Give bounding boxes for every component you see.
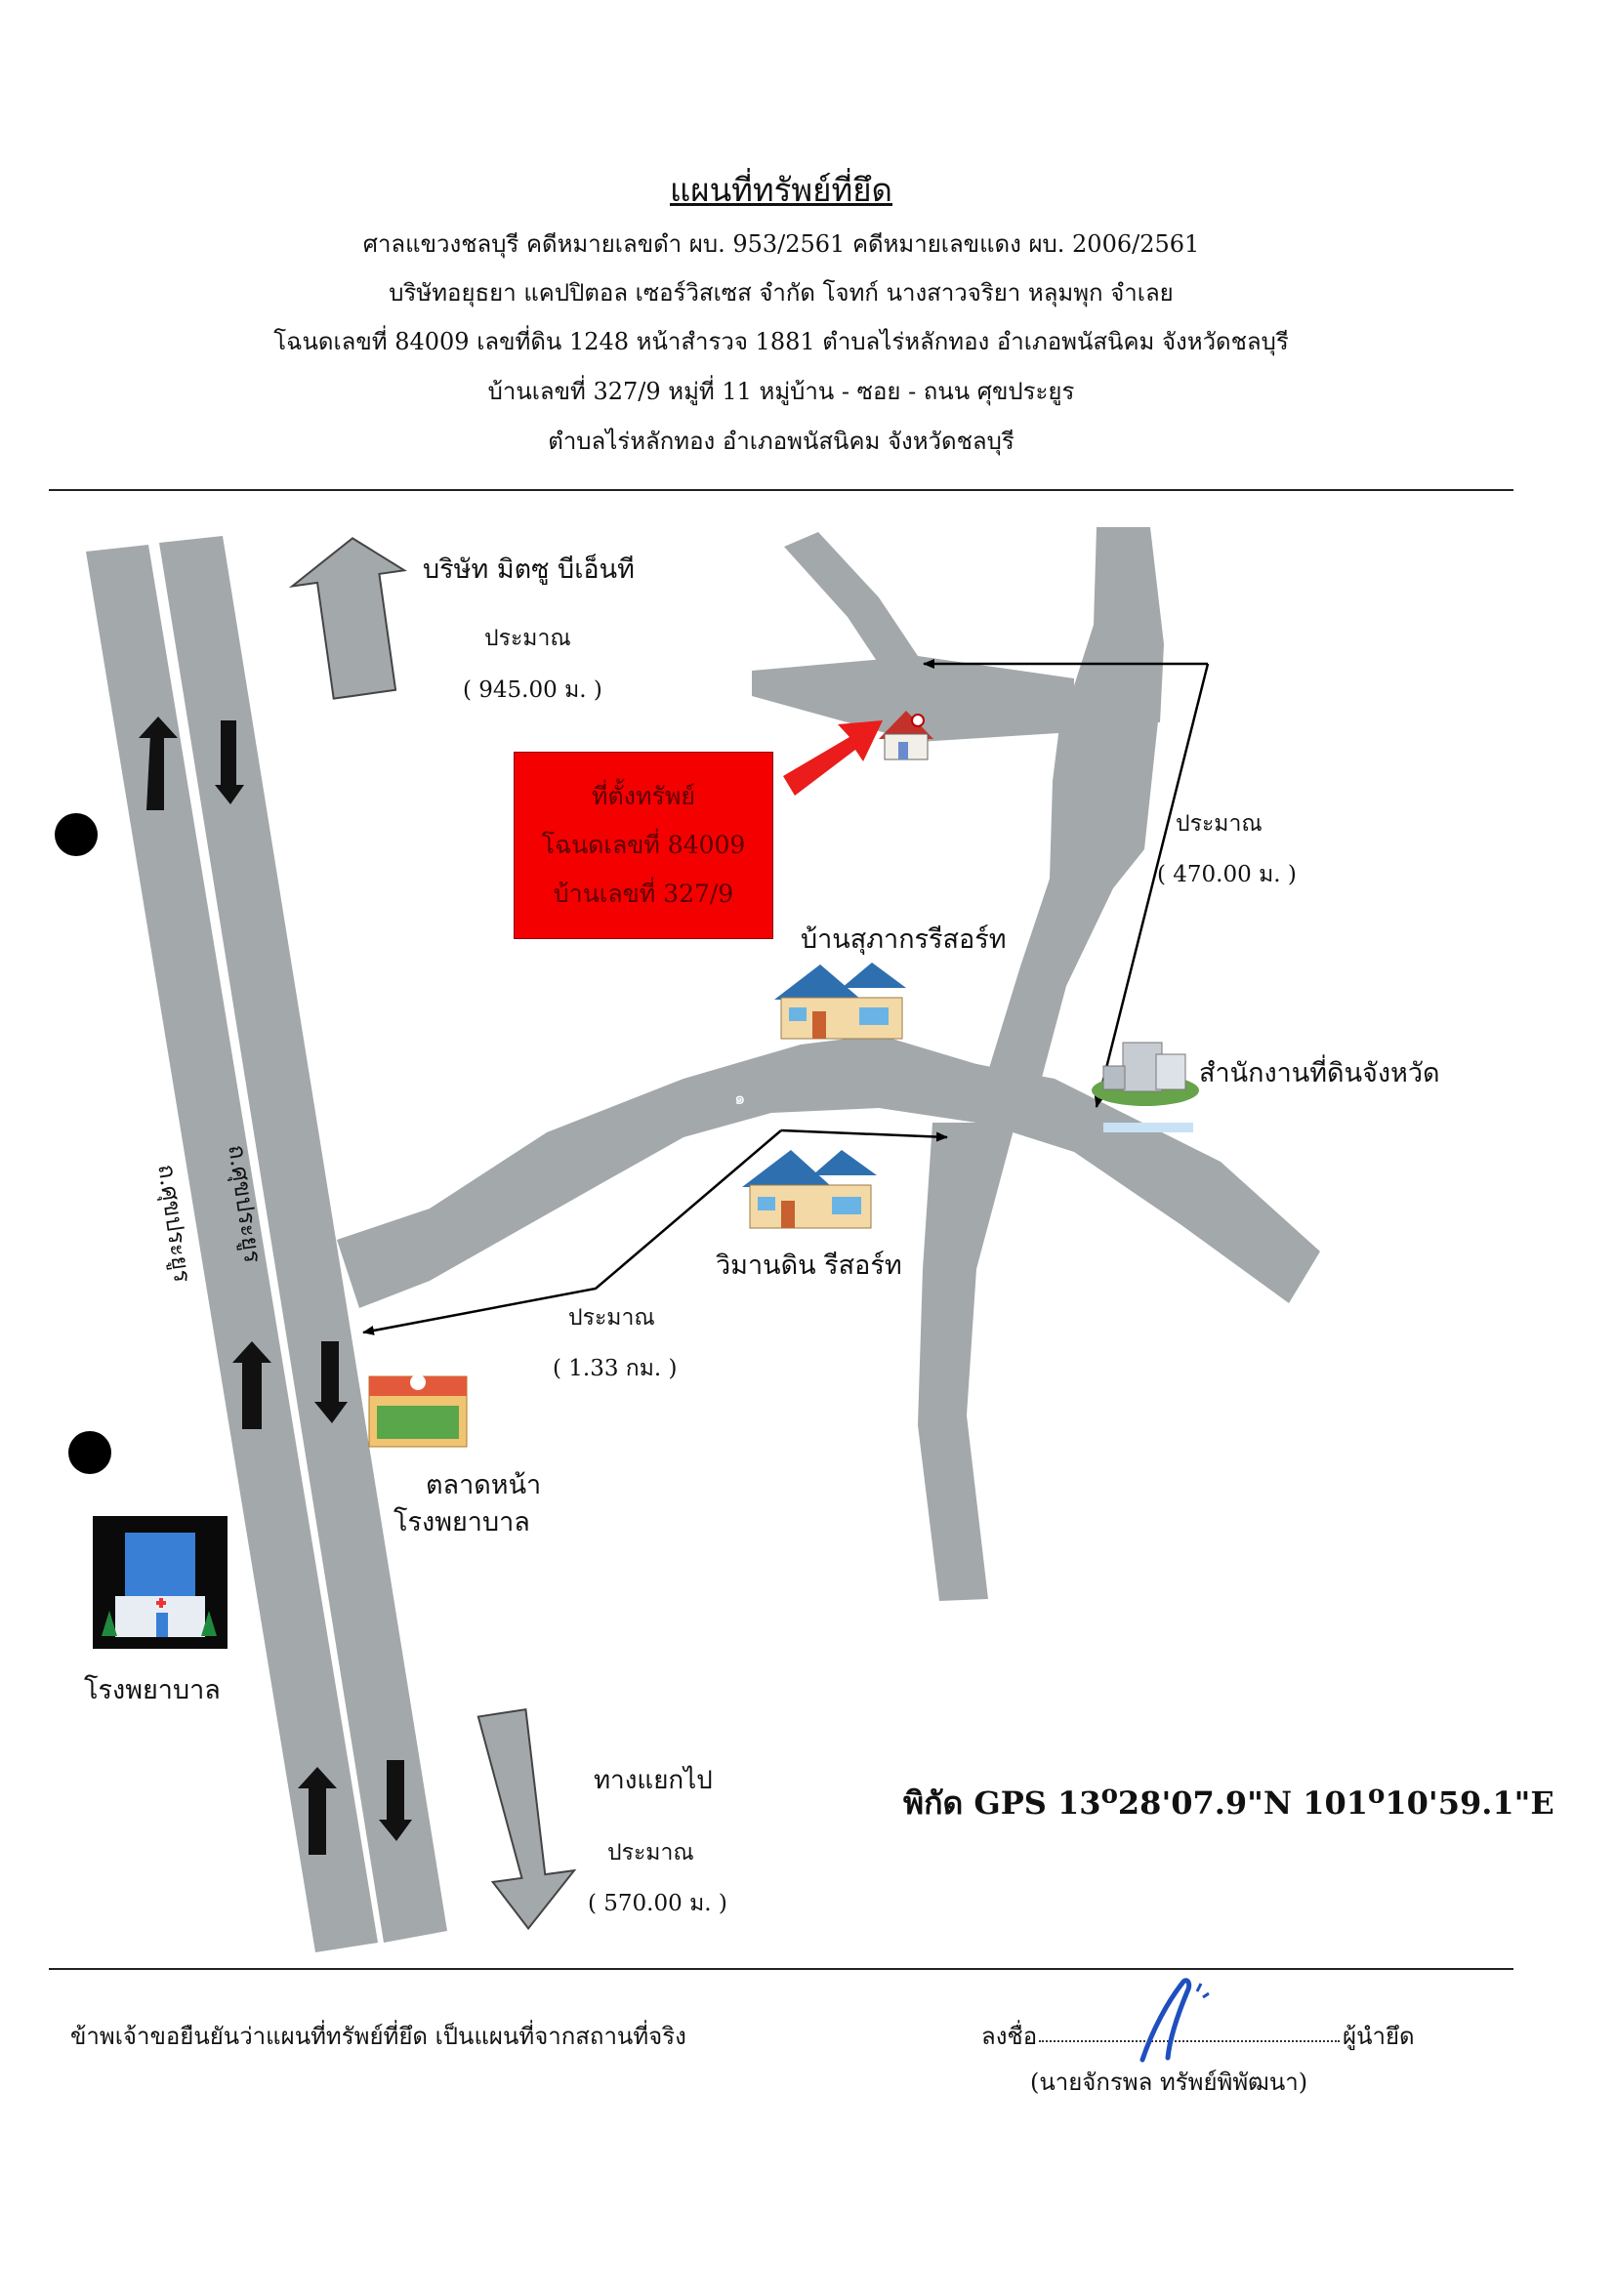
market-icon [368,1374,468,1448]
signature-line [1039,2040,1340,2042]
top-destination-distance: ( 945.00 ม. ) [463,677,602,703]
traffic-arrows [139,717,412,1855]
guide-lines [362,659,1210,1335]
parties-line: บริษัทอยุธยา แคปปิตอล เซอร์วิสเซส จำกัด … [389,279,1174,307]
property-box-house-no: บ้านเลขที่ 327/9 [553,880,734,908]
property-pointer-arrow [783,720,883,796]
property-house-icon [879,711,933,760]
gps-label: พิกัด GPS [903,1784,1047,1822]
deed-line: โฉนดเลขที่ 84009 เลขที่ดิน 1248 หน้าสำรว… [273,328,1289,355]
declaration-text: ข้าพเจ้าขอยืนยันว่าแผนที่ทรัพย์ที่ยึด เป… [70,2023,686,2050]
sign-label: ลงชื่อ [981,2023,1038,2050]
role-label: ผู้นำยึด [1343,2023,1415,2050]
property-location-box: ที่ตั้งทรัพย์ โฉนดเลขที่ 84009 บ้านเลขที… [514,752,773,939]
highway-lane-left [86,545,378,1952]
land-office-icon [1092,1042,1199,1132]
right-distance-value: ( 470.00 ม. ) [1157,862,1297,887]
direction-arrow-north [288,537,408,700]
punch-hole-lower [68,1431,111,1474]
punch-hole-upper [55,813,98,856]
top-divider [49,489,1513,491]
resort-2-label: วิมานดิน รีสอร์ท [716,1250,902,1281]
resort-house-icon-1 [774,963,906,1040]
hospital-label: โรงพยาบาล [84,1675,221,1705]
land-office-label: สำนักงานที่ดินจังหวัด [1199,1058,1440,1088]
gps-lon-deg: 101 [1303,1784,1369,1822]
gps-lat-rest: 28'07.9"N [1117,1784,1293,1822]
road-mark: ๑ [734,1088,746,1109]
resort-1-label: บ้านสุภากรรีสอร์ท [801,924,1007,955]
direction-arrow-south [476,1708,577,1931]
page-title: แผนที่ทรัพย์ที่ยึด [669,171,892,209]
property-box-title: ที่ตั้งทรัพย์ [592,782,695,810]
district-line: ตำบลไร่หลักทอง อำเภอพนัสนิคม จังหวัดชลบุ… [548,428,1015,455]
local-roads [337,527,1320,1601]
hospital-icon [93,1516,228,1649]
market-label-line1: ตลาดหน้า [426,1470,542,1500]
resort-house-icon-2 [742,1150,877,1229]
signer-name: (นายจักรพล ทรัพย์พิพัฒนา) [1030,2069,1308,2096]
case-line: ศาลแขวงชลบุรี คดีหมายเลขดำ ผบ. 953/2561 … [362,230,1200,258]
highway-lane-right [159,536,447,1943]
top-destination-name: บริษัท มิตซู บีเอ็นที [423,554,635,585]
top-destination-approx: ประมาณ [484,626,571,651]
property-box-deed: โฉนดเลขที่ 84009 [541,831,746,859]
market-label-line2: โรงพยาบาล [393,1507,530,1538]
gps-lon-rest: 10'59.1"E [1385,1784,1554,1822]
address-line: บ้านเลขที่ 327/9 หมู่ที่ 11 หมู่บ้าน - ซ… [487,378,1075,405]
middle-distance-value: ( 1.33 กม. ) [553,1356,678,1381]
gps-coordinates: พิกัด GPS 13o28'07.9"N 101o10'59.1"E [903,1780,1554,1822]
right-distance-approx: ประมาณ [1176,811,1263,837]
bottom-destination-approx: ประมาณ [607,1840,694,1866]
middle-distance-approx: ประมาณ [568,1305,655,1331]
bottom-divider [49,1968,1513,1970]
bottom-destination-name: ทางแยกไป [594,1766,713,1795]
bottom-destination-distance: ( 570.00 ม. ) [588,1891,727,1916]
gps-lat-deg: 13 [1057,1784,1101,1822]
